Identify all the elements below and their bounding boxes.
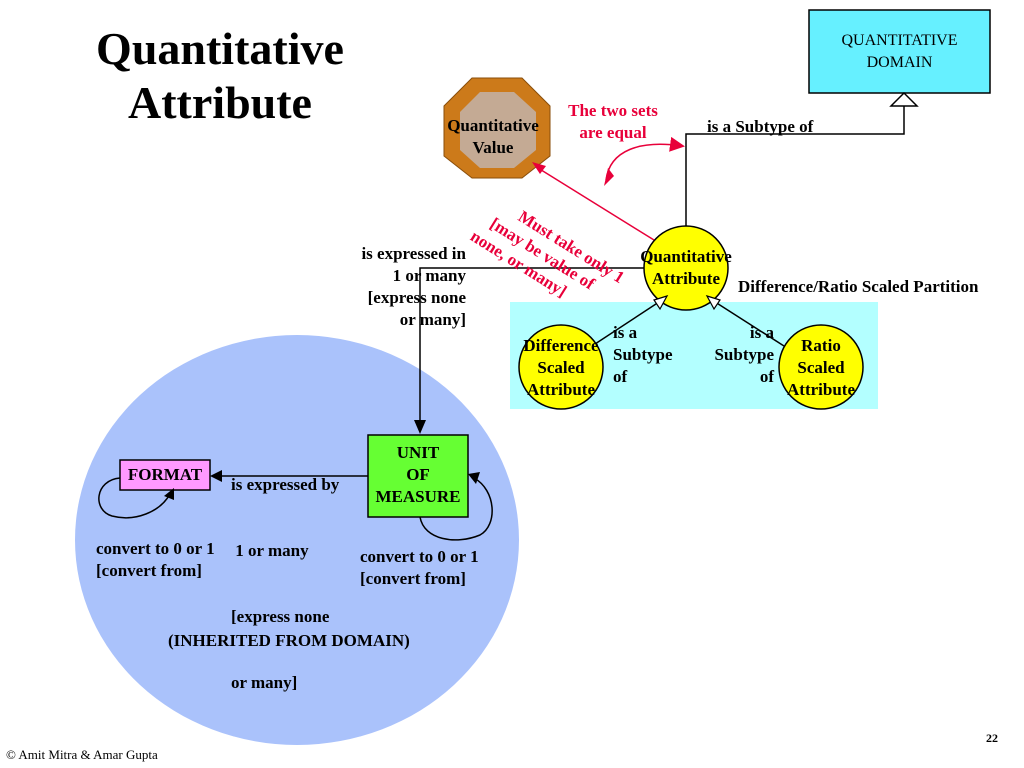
must-take-only-line: [537, 167, 655, 241]
two-sets-equal-label: The two sets are equal: [568, 101, 658, 142]
inherited-from-domain-label: (INHERITED FROM DOMAIN): [168, 631, 410, 650]
difference-subtype-line: [591, 299, 663, 347]
expressed-in-label: is expressed in 1 or many [express none …: [361, 244, 466, 329]
slide-title: Quantitative Attribute: [40, 22, 400, 130]
generalization-triangle: [889, 91, 919, 107]
uom-convert-label: convert to 0 or 1 [convert from]: [360, 547, 479, 588]
quantitative-domain-label: QUANTITATIVE DOMAIN: [841, 31, 958, 71]
unit-of-measure-label: UNIT OF MEASURE: [375, 443, 461, 506]
format-convert-loop: [98, 477, 171, 519]
quantitative-value-octagon-face: [460, 92, 536, 168]
uom-convert-loop: [419, 477, 493, 541]
expressed-in-line: [419, 267, 656, 425]
ratio-subtype-line: [711, 299, 785, 347]
format-box[interactable]: [119, 459, 211, 491]
subtype-left-label: is a Subtype of: [613, 323, 673, 386]
unit-of-measure-box[interactable]: [367, 434, 469, 518]
subtype-of-domain-line: [685, 106, 905, 226]
ratio-scaled-label: Ratio Scaled Attribute: [787, 336, 855, 399]
two-sets-equal-arrow: [605, 136, 685, 181]
title-line-1: Quantitative: [96, 23, 344, 74]
expressed-by-label: is expressed by 1 or many [express none …: [231, 475, 340, 692]
quantitative-value-label: Quantitative Value: [447, 116, 539, 157]
format-label: FORMAT: [127, 465, 203, 484]
partition-label: Difference/Ratio Scaled Partition: [738, 277, 979, 296]
quantitative-domain-box[interactable]: [808, 9, 991, 94]
quantitative-attribute-label: Quantitative Attribute: [640, 247, 732, 288]
quantitative-attribute-circle[interactable]: [643, 225, 729, 311]
difference-scaled-label: Difference Scaled Attribute: [523, 336, 599, 399]
difference-scaled-circle[interactable]: [518, 324, 604, 410]
subtype-right-label: is a Subtype of: [714, 323, 774, 386]
copyright-footer: © Amit Mitra & Amar Gupta: [6, 747, 158, 762]
ratio-scaled-circle[interactable]: [778, 324, 864, 410]
page-number: 22: [986, 731, 998, 745]
title-line-2: Attribute: [128, 77, 312, 128]
subtype-of-domain-label: is a Subtype of: [707, 117, 814, 136]
format-convert-label: convert to 0 or 1 [convert from]: [96, 539, 215, 580]
